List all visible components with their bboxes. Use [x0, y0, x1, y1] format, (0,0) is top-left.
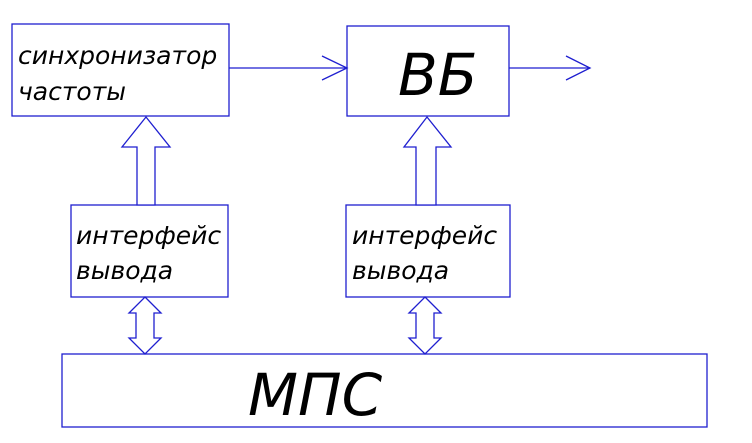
- interface-right-block: [345, 204, 511, 298]
- vb-block: [346, 25, 510, 117]
- arrow-sync-to-vb-head: [321, 55, 349, 81]
- hollow-arrow-iface-left-to-sync: [120, 115, 172, 206]
- interface-right-label-line2: вывода: [352, 256, 449, 285]
- mps-label: МПС: [248, 361, 383, 429]
- sync-label-line1: синхронизатор: [18, 41, 217, 70]
- vb-label: ВБ: [398, 41, 478, 109]
- double-arrow-iface-right-mps: [407, 296, 443, 355]
- hollow-arrow-iface-right-to-vb: [402, 115, 453, 206]
- interface-left-block: [70, 204, 229, 298]
- mps-block: [61, 353, 708, 428]
- sync-label-line2: частоты: [18, 77, 126, 106]
- sync-block: [11, 23, 230, 117]
- arrow-vb-output-head: [565, 55, 592, 81]
- interface-left-label-line1: интерфейс: [76, 221, 221, 250]
- interface-right-label-line1: интерфейс: [352, 221, 497, 250]
- interface-left-label-line2: вывода: [76, 256, 173, 285]
- double-arrow-iface-left-mps: [127, 296, 163, 355]
